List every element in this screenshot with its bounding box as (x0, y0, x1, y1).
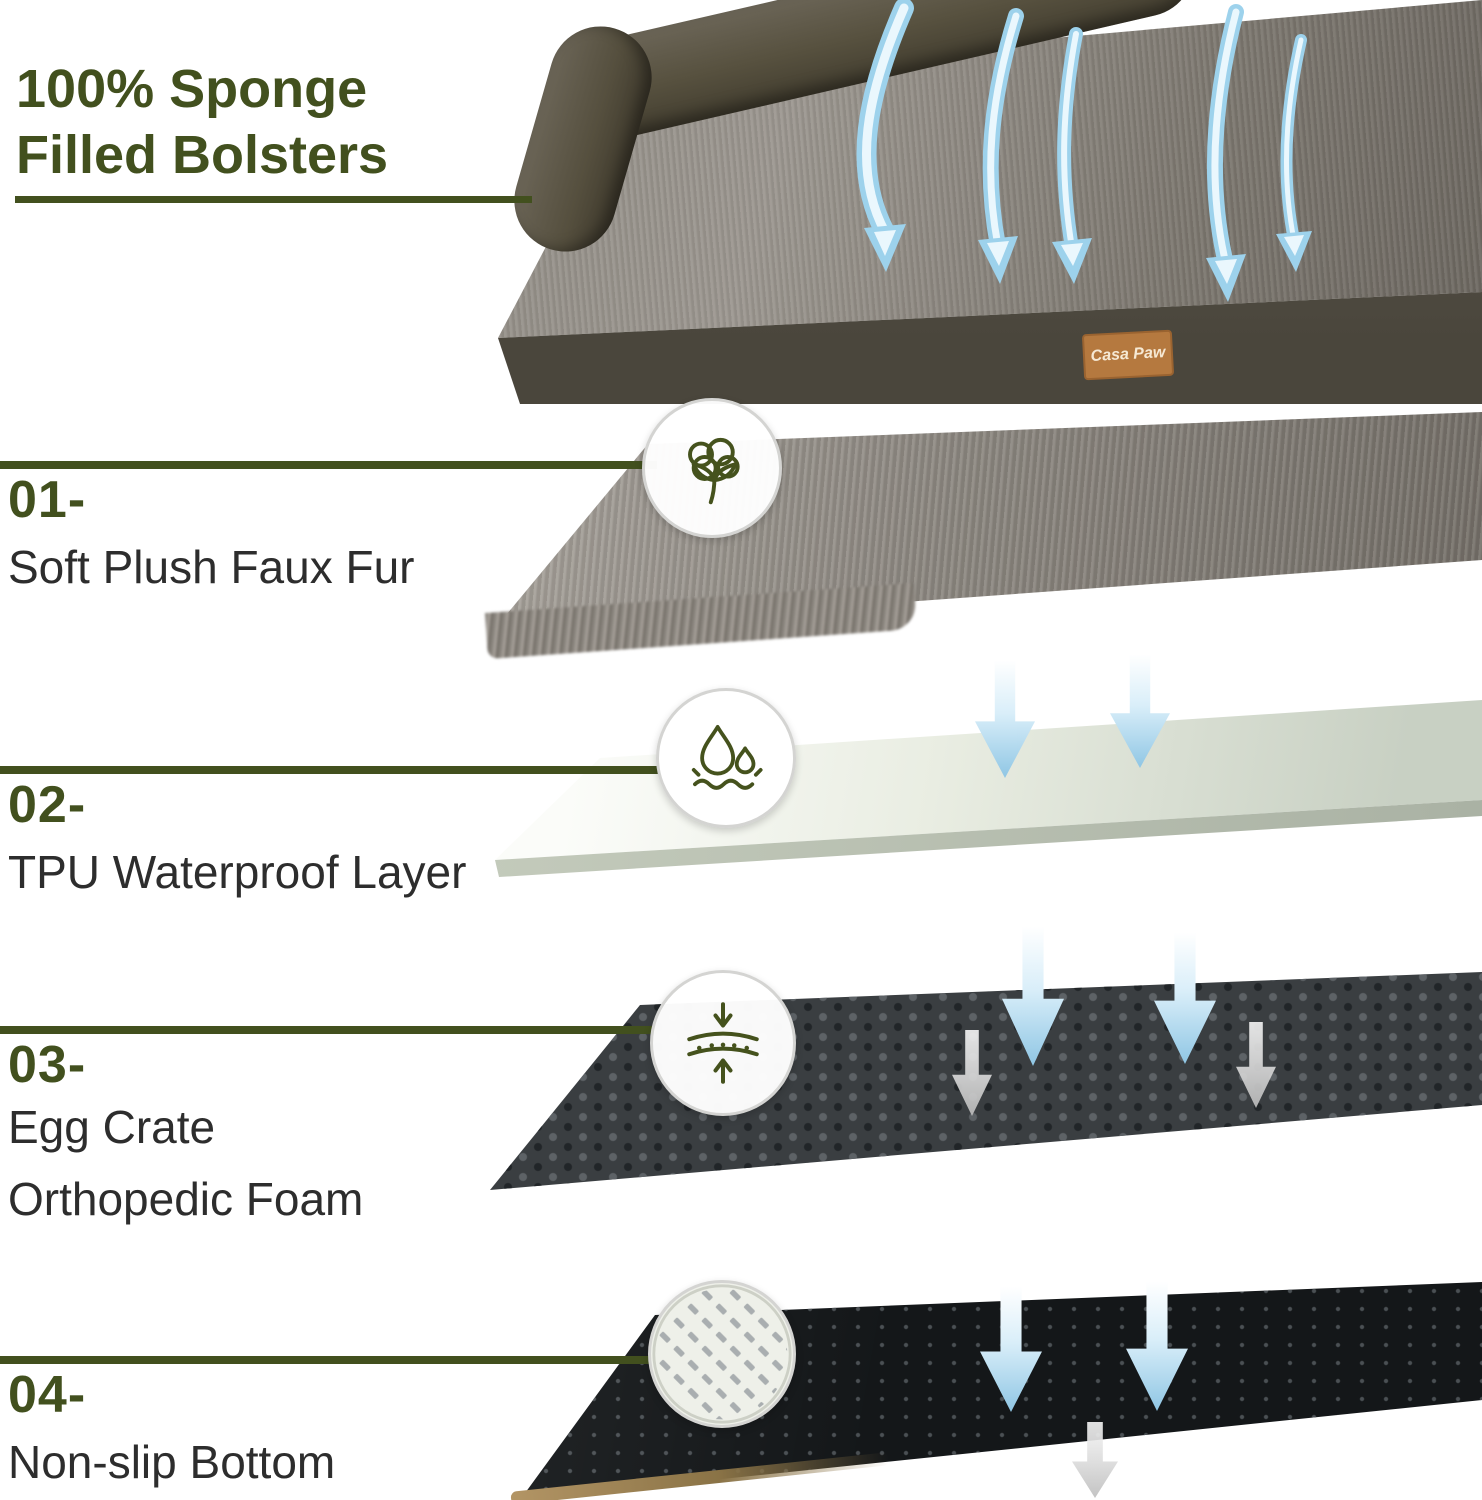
diamond-plate-icon (652, 1284, 792, 1424)
section3-label-line2: Orthopedic Foam (8, 1173, 364, 1225)
section1-number: 01- (8, 471, 87, 529)
section2-label: TPU Waterproof Layer (8, 846, 467, 898)
dog-bed-photo: Casa Paw (486, 0, 1482, 404)
cotton-icon (688, 437, 740, 505)
section4-label: Non-slip Bottom (8, 1436, 336, 1488)
section3-number: 03- (8, 1036, 87, 1094)
headline-line1: 100% Sponge (16, 59, 368, 119)
headline: 100% Sponge Filled Bolsters (16, 56, 388, 188)
section2-rule (0, 766, 658, 774)
section2-number: 02- (8, 776, 87, 834)
section3-rule (0, 1026, 657, 1034)
headline-line2: Filled Bolsters (16, 125, 389, 185)
waterproof-feature-badge (656, 688, 796, 828)
compression-arrows-icon (687, 1002, 759, 1084)
layer-non-slip-photo (520, 1282, 1482, 1500)
brand-tag-label: Casa Paw (1090, 344, 1166, 365)
headline-rule (15, 196, 532, 203)
water-drops-icon (691, 725, 763, 790)
section4-number: 04- (8, 1366, 87, 1424)
section3-label-line1: Egg Crate (8, 1101, 216, 1153)
non-slip-feature-badge (648, 1280, 796, 1428)
section4-rule (0, 1356, 662, 1364)
airflow-arrows (856, 0, 1312, 302)
brand-tag: Casa Paw (1081, 329, 1175, 381)
layer-waterproof-photo (495, 700, 1482, 860)
orthopedic-feature-badge (650, 970, 796, 1116)
cotton-feature-badge (642, 398, 782, 538)
section1-rule (0, 461, 657, 469)
section1-label: Soft Plush Faux Fur (8, 541, 415, 593)
